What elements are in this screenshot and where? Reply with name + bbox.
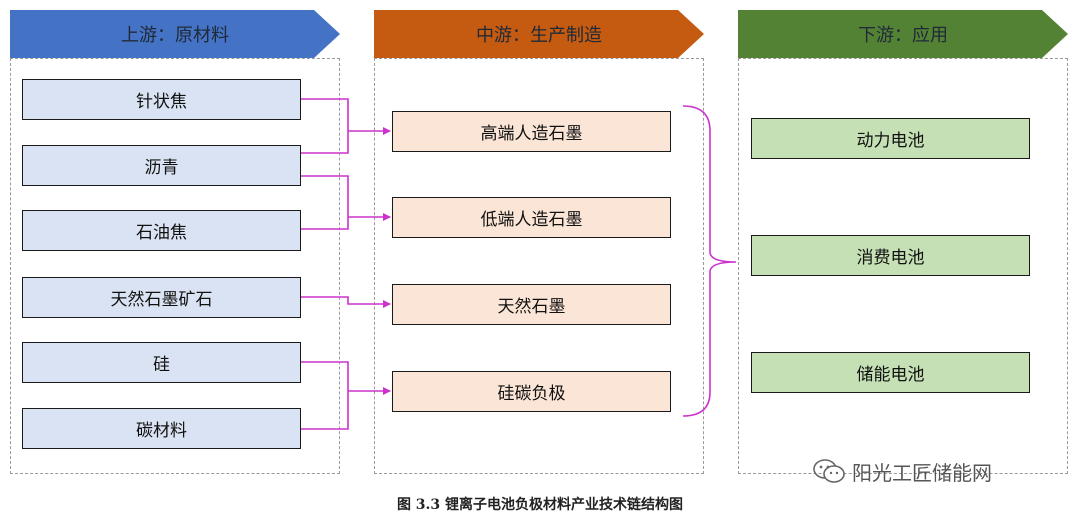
wechat-icon bbox=[813, 459, 845, 483]
connector-needle-coke-pitch bbox=[301, 98, 390, 154]
downstream-item: 动力电池 bbox=[751, 118, 1030, 159]
midstream-item: 天然石墨 bbox=[392, 284, 671, 325]
connector-pitch-petroleum-coke bbox=[301, 175, 390, 230]
downstream-item: 消费电池 bbox=[751, 235, 1030, 276]
midstream-item: 硅碳负极 bbox=[392, 371, 671, 412]
upstream-item: 硅 bbox=[22, 342, 301, 383]
watermark-text: 阳光工匠储能网 bbox=[852, 460, 992, 485]
midstream-item: 高端人造石墨 bbox=[392, 111, 671, 152]
upstream-item: 石油焦 bbox=[22, 210, 301, 251]
upstream-group bbox=[10, 58, 340, 474]
upstream-item: 针状焦 bbox=[22, 79, 301, 120]
connector-natural-graphite-ore bbox=[301, 296, 391, 308]
downstream-group bbox=[738, 58, 1068, 474]
watermark: 阳光工匠储能网 bbox=[812, 457, 992, 485]
connector-silicon-carbon bbox=[301, 361, 390, 430]
upstream-item: 沥青 bbox=[22, 145, 301, 186]
figure-caption: 图 3.3 锂离子电池负极材料产业技术链结构图 bbox=[396, 497, 684, 513]
midstream-group bbox=[374, 58, 704, 474]
upstream-header: 上游：原材料 bbox=[10, 10, 340, 58]
midstream-header: 中游：生产制造 bbox=[374, 10, 704, 58]
downstream-header: 下游：应用 bbox=[738, 10, 1068, 58]
upstream-item: 天然石墨矿石 bbox=[22, 277, 301, 318]
downstream-item: 储能电池 bbox=[751, 352, 1030, 393]
midstream-bracket bbox=[682, 105, 737, 417]
midstream-item: 低端人造石墨 bbox=[392, 197, 671, 238]
upstream-item: 碳材料 bbox=[22, 408, 301, 449]
